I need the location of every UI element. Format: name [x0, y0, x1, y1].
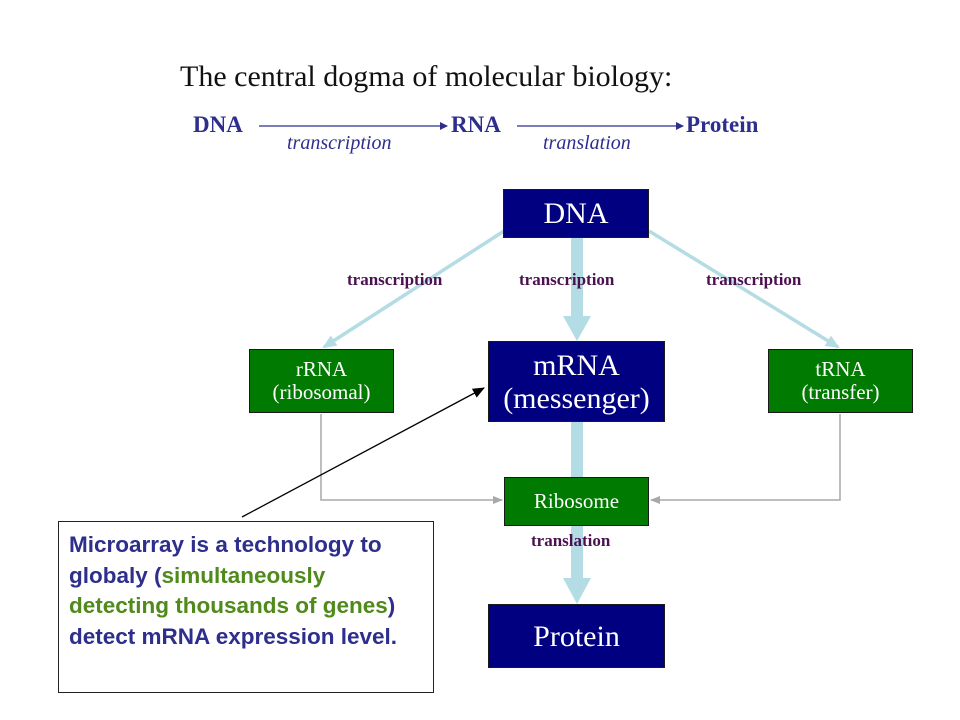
edge-label-dna-to-trna: transcription	[706, 270, 802, 289]
arrow-dna-to-mrna	[563, 238, 591, 341]
arrow-ribosome-to-protein	[563, 525, 591, 604]
node-trna: tRNA (transfer)	[768, 349, 913, 413]
dogma-step-dna: DNA	[193, 112, 243, 137]
dogma-process-transcription: transcription	[287, 132, 392, 154]
node-mrna: mRNA (messenger)	[488, 341, 665, 422]
node-rrna-sublabel: (ribosomal)	[272, 380, 371, 404]
callout-arrow-note-to-mrna	[241, 387, 485, 518]
arrow-dna-to-rrna	[322, 229, 505, 349]
arrow-mrna-to-ribosome	[571, 421, 583, 478]
node-ribosome-label: Ribosome	[533, 488, 620, 513]
dogma-process-translation: translation	[543, 132, 631, 154]
edge-label-ribosome-to-protein: translation	[531, 531, 611, 550]
connector-trna-to-ribosome	[650, 414, 841, 504]
connector-rrna-to-ribosome	[320, 414, 503, 504]
page-title: The central dogma of molecular biology:	[180, 60, 673, 93]
microarray-note: Microarray is a technology to globaly (s…	[58, 521, 434, 693]
note-text-highlight: simultaneously detecting thousands of ge…	[69, 562, 388, 619]
node-rrna-label: rRNA	[295, 356, 348, 381]
node-trna-label: tRNA	[815, 356, 866, 381]
arrow-dna-to-trna	[648, 229, 840, 349]
node-mrna-label: mRNA	[533, 348, 620, 382]
node-trna-sublabel: (transfer)	[801, 380, 880, 404]
dogma-step-protein: Protein	[686, 112, 759, 137]
node-dna: DNA	[503, 189, 649, 238]
node-protein-label: Protein	[533, 619, 620, 653]
node-rrna: rRNA (ribosomal)	[249, 349, 394, 413]
node-ribosome: Ribosome	[504, 477, 649, 526]
node-dna-label: DNA	[543, 197, 609, 230]
note-text-intro: Microarray is a technology to globaly (	[69, 532, 382, 588]
node-mrna-sublabel: (messenger)	[503, 381, 650, 415]
node-protein: Protein	[488, 604, 665, 668]
edge-label-dna-to-rrna: transcription	[347, 270, 443, 289]
edge-label-dna-to-mrna: transcription	[519, 270, 615, 289]
dogma-step-rna: RNA	[451, 112, 501, 137]
note-text-outro: ) detect mRNA expression level.	[69, 593, 398, 649]
